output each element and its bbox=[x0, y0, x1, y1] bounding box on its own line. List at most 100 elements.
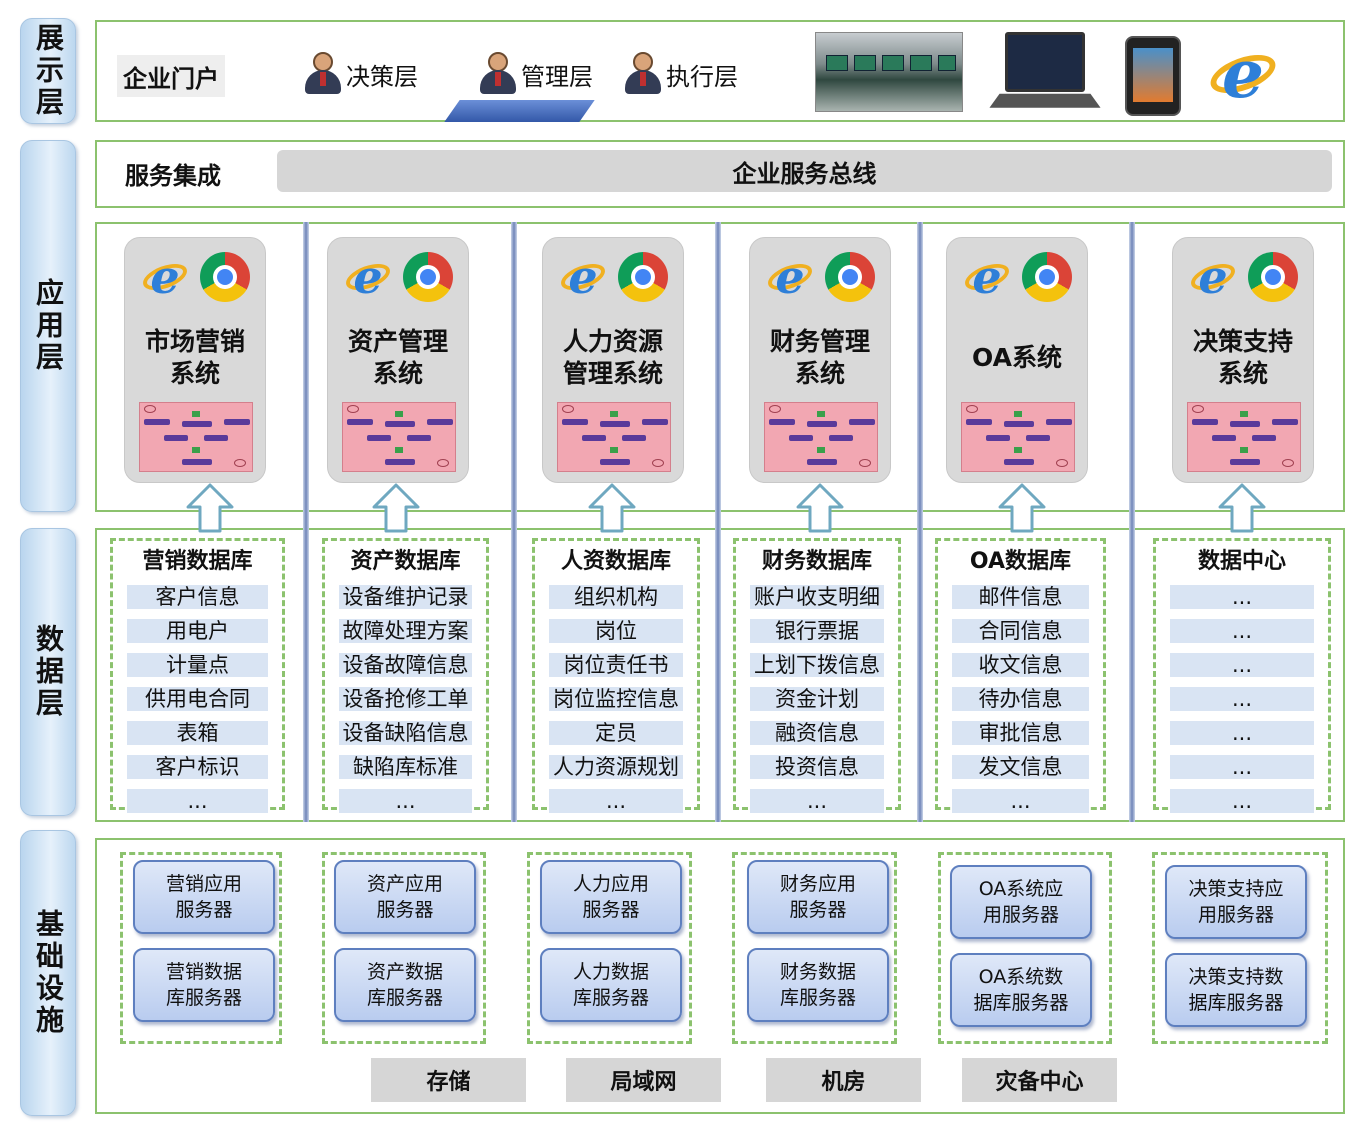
database-field: 账户收支明细 bbox=[750, 585, 884, 609]
app-name: 市场营销系统 bbox=[125, 326, 265, 390]
up-arrow-icon bbox=[795, 483, 845, 533]
app-card[interactable]: e 决策支持系统 bbox=[1172, 237, 1314, 483]
database-field: 资金计划 bbox=[750, 687, 884, 711]
ie-icon: e bbox=[1187, 252, 1239, 302]
infra-lan: 局域网 bbox=[566, 1058, 721, 1102]
column-divider bbox=[303, 222, 309, 822]
app-name-line2: 系统 bbox=[372, 359, 423, 388]
database-field: 计量点 bbox=[127, 653, 268, 677]
database-field: ... bbox=[1170, 619, 1314, 643]
application-server: 资产应用服务器 bbox=[334, 860, 476, 934]
database-field: 供用电合同 bbox=[127, 687, 268, 711]
database-field: ... bbox=[1170, 687, 1314, 711]
database-field: 上划下拨信息 bbox=[750, 653, 884, 677]
database-field: 人力资源规划 bbox=[549, 755, 683, 779]
column-divider bbox=[1129, 222, 1135, 822]
app-name: 决策支持系统 bbox=[1173, 326, 1313, 390]
flow-diagram-thumbnail bbox=[1187, 402, 1301, 472]
app-name-line1: 人力资源 bbox=[562, 327, 663, 356]
up-arrow-icon bbox=[371, 483, 421, 533]
flow-diagram-thumbnail bbox=[764, 402, 878, 472]
database-title: 数据中心 bbox=[1197, 549, 1286, 574]
database-field: 待办信息 bbox=[952, 687, 1089, 711]
app-card[interactable]: e 资产管理系统 bbox=[327, 237, 469, 483]
database-server: 营销数据库服务器 bbox=[133, 948, 275, 1022]
flow-diagram-thumbnail bbox=[139, 402, 253, 472]
database-field: 邮件信息 bbox=[952, 585, 1089, 609]
app-name: 资产管理系统 bbox=[328, 326, 468, 390]
person-icon bbox=[477, 52, 517, 96]
app-name-line1: 市场营销 bbox=[144, 327, 245, 356]
flow-diagram-thumbnail bbox=[557, 402, 671, 472]
user-decision: 决策层 bbox=[302, 52, 418, 96]
layer-label-infrastructure: 基础设施 bbox=[20, 830, 76, 1116]
ie-icon: e bbox=[557, 252, 609, 302]
up-arrow-icon bbox=[1217, 483, 1267, 533]
database-box: OA数据库邮件信息合同信息收文信息待办信息审批信息发文信息... bbox=[935, 538, 1106, 813]
database-field: 缺陷库标准 bbox=[339, 755, 472, 779]
app-name: 人力资源管理系统 bbox=[543, 326, 683, 390]
database-title: 营销数据库 bbox=[142, 549, 253, 574]
column-divider bbox=[715, 222, 721, 822]
database-field: 融资信息 bbox=[750, 721, 884, 745]
database-field: ... bbox=[750, 789, 884, 813]
database-field: 设备缺陷信息 bbox=[339, 721, 472, 745]
user-execution: 执行层 bbox=[622, 52, 738, 96]
app-name-line2: 系统 bbox=[1217, 359, 1268, 388]
database-field: 岗位监控信息 bbox=[549, 687, 683, 711]
app-card[interactable]: e 人力资源管理系统 bbox=[542, 237, 684, 483]
database-field: ... bbox=[339, 789, 472, 813]
database-field: 故障处理方案 bbox=[339, 619, 472, 643]
column-divider bbox=[917, 222, 923, 822]
service-integration-label: 服务集成 bbox=[125, 162, 221, 190]
database-field: ... bbox=[1170, 755, 1314, 779]
presentation-row: 企业门户 决策层 管理层 执行层 e bbox=[95, 20, 1345, 122]
database-field: 客户标识 bbox=[127, 755, 268, 779]
database-field: ... bbox=[1170, 789, 1314, 813]
database-box: 资产数据库设备维护记录故障处理方案设备故障信息设备抢修工单设备缺陷信息缺陷库标准… bbox=[322, 538, 489, 813]
database-box: 财务数据库账户收支明细银行票据上划下拨信息资金计划融资信息投资信息... bbox=[733, 538, 901, 813]
platform-shape bbox=[444, 100, 595, 122]
app-name: 财务管理系统 bbox=[750, 326, 890, 390]
person-icon bbox=[302, 52, 342, 96]
app-card[interactable]: e 市场营销系统 bbox=[124, 237, 266, 483]
monitor-room-image bbox=[815, 32, 963, 112]
database-server: 资产数据库服务器 bbox=[334, 948, 476, 1022]
app-name-line1: OA系统 bbox=[972, 343, 1062, 372]
service-integration-row: 服务集成 企业服务总线 bbox=[95, 140, 1345, 208]
database-field: 收文信息 bbox=[952, 653, 1089, 677]
chrome-icon bbox=[200, 252, 250, 302]
app-name-line2: 系统 bbox=[794, 359, 845, 388]
database-field: 表箱 bbox=[127, 721, 268, 745]
database-field: 岗位责任书 bbox=[549, 653, 683, 677]
chrome-icon bbox=[403, 252, 453, 302]
person-icon bbox=[622, 52, 662, 96]
database-field: 用电户 bbox=[127, 619, 268, 643]
database-box: 人资数据库组织机构岗位岗位责任书岗位监控信息定员人力资源规划... bbox=[532, 538, 700, 813]
database-field: 定员 bbox=[549, 721, 683, 745]
browser-icons: e bbox=[328, 252, 468, 302]
app-name-line2: 系统 bbox=[169, 359, 220, 388]
ie-icon: e bbox=[961, 252, 1013, 302]
database-field: 投资信息 bbox=[750, 755, 884, 779]
flow-diagram-thumbnail bbox=[961, 402, 1075, 472]
browser-icons: e bbox=[947, 252, 1087, 302]
up-arrow-icon bbox=[185, 483, 235, 533]
ie-icon: e bbox=[139, 252, 191, 302]
column-divider bbox=[511, 222, 517, 822]
database-server: 决策支持数据库服务器 bbox=[1165, 953, 1307, 1027]
database-field: 合同信息 bbox=[952, 619, 1089, 643]
database-field: ... bbox=[1170, 653, 1314, 677]
database-field: 设备维护记录 bbox=[339, 585, 472, 609]
laptop-icon bbox=[989, 32, 1101, 112]
database-box: 营销数据库客户信息用电户计量点供用电合同表箱客户标识... bbox=[110, 538, 285, 813]
database-server: OA系统数据库服务器 bbox=[950, 953, 1092, 1027]
database-field: ... bbox=[952, 789, 1089, 813]
infra-storage: 存储 bbox=[371, 1058, 526, 1102]
application-server: 人力应用服务器 bbox=[540, 860, 682, 934]
database-title: 财务数据库 bbox=[761, 549, 872, 574]
database-field: ... bbox=[127, 789, 268, 813]
app-name-line1: 决策支持 bbox=[1192, 327, 1293, 356]
